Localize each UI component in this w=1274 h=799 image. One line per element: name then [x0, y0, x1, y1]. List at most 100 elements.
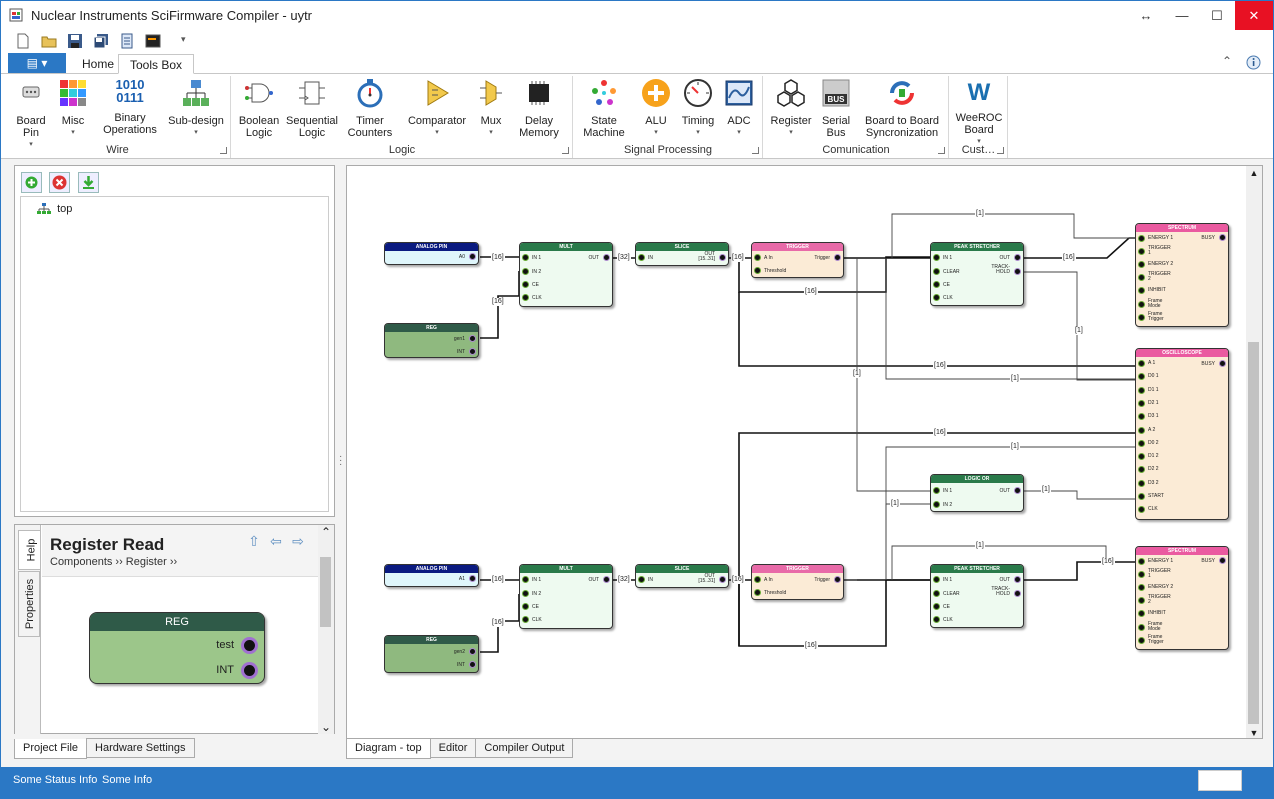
output-port[interactable]	[469, 253, 476, 260]
output-port[interactable]	[1014, 576, 1021, 583]
slice-block[interactable]: SLICE IN OUT [15..31]	[635, 242, 729, 266]
signal-group-launcher-icon[interactable]	[752, 147, 759, 154]
mult-block[interactable]: MULT IN 1 IN 2 CE CLK OUT	[519, 564, 613, 629]
output-port[interactable]	[1219, 234, 1226, 241]
input-port[interactable]	[1138, 360, 1145, 367]
panel-splitter-handle[interactable]: ···	[339, 451, 343, 470]
peak-stretcher-block[interactable]: PEAK STRETCHER IN 1 CLEAR CE CLK OUT TRA…	[930, 242, 1024, 306]
input-port[interactable]	[933, 590, 940, 597]
input-port[interactable]	[754, 576, 761, 583]
save-icon[interactable]	[67, 33, 83, 49]
output-port[interactable]	[1219, 557, 1226, 564]
download-button[interactable]	[77, 172, 99, 193]
input-port[interactable]	[754, 267, 761, 274]
input-port[interactable]	[1138, 261, 1145, 269]
output-port[interactable]	[1014, 487, 1021, 494]
help-home-icon[interactable]: ⇧	[248, 533, 260, 549]
tab-diagram-top[interactable]: Diagram - top	[346, 739, 431, 759]
help-back-icon[interactable]: ⇦	[270, 533, 282, 549]
save-all-icon[interactable]	[93, 33, 109, 49]
reg-block[interactable]: REG gen2 INT	[384, 635, 479, 673]
tree-item-top[interactable]: top	[37, 203, 72, 215]
scroll-down-icon[interactable]: ▼	[1249, 728, 1259, 738]
output-port[interactable]	[719, 576, 726, 583]
trigger-block[interactable]: TRIGGER A In Threshold Trigger	[751, 564, 844, 600]
logic-group-launcher-icon[interactable]	[562, 147, 569, 154]
output-port[interactable]	[719, 254, 726, 261]
sequential-logic-button[interactable]: Sequential Logic	[284, 78, 340, 139]
trigger-block[interactable]: TRIGGER A In Threshold Trigger	[751, 242, 844, 278]
input-port[interactable]	[933, 281, 940, 288]
input-port[interactable]	[1138, 235, 1145, 242]
mux-button[interactable]: Mux ▾	[472, 78, 510, 139]
open-folder-icon[interactable]	[41, 33, 57, 49]
output-port[interactable]	[1014, 590, 1021, 597]
logic-or-block[interactable]: LOGIC OR IN 1 IN 2 OUT	[930, 474, 1024, 512]
slice-block[interactable]: SLICE IN OUT [15..31]	[635, 564, 729, 588]
tab-help[interactable]: Help	[18, 530, 40, 570]
input-port[interactable]	[1138, 493, 1145, 500]
input-port[interactable]	[933, 576, 940, 583]
input-port[interactable]	[933, 603, 940, 610]
mult-block[interactable]: MULT IN 1 IN 2 CE CLK OUT	[519, 242, 613, 307]
comm-group-launcher-icon[interactable]	[938, 147, 945, 154]
tab-project-file[interactable]: Project File	[14, 739, 88, 759]
tab-home[interactable]: Home	[82, 57, 115, 71]
input-port[interactable]	[522, 254, 529, 261]
input-port[interactable]	[1138, 313, 1145, 321]
output-port[interactable]	[834, 254, 841, 261]
input-port[interactable]	[638, 254, 645, 261]
input-port[interactable]	[638, 576, 645, 583]
diagram-canvas[interactable]: [16] [16] [32] [16] [16] [1] [16] [1] [1…	[346, 165, 1263, 739]
input-port[interactable]	[754, 254, 761, 261]
collapse-ribbon-icon[interactable]: ⌃	[1222, 54, 1233, 68]
help-forward-icon[interactable]: ⇨	[292, 533, 304, 549]
boolean-logic-button[interactable]: Boolean Logic	[236, 78, 282, 139]
weeroc-board-button[interactable]: W WeeROC Board ▾	[955, 79, 1003, 145]
input-port[interactable]	[933, 501, 940, 508]
wire-group-launcher-icon[interactable]	[220, 147, 227, 154]
input-port[interactable]	[1138, 453, 1145, 461]
serial-bus-button[interactable]: BUS Serial Bus	[818, 78, 854, 139]
scroll-down-icon[interactable]: ⌄	[320, 720, 332, 734]
input-port[interactable]	[754, 589, 761, 596]
reg-block[interactable]: REG gen1 INT	[384, 323, 479, 358]
minimize-button[interactable]: —	[1175, 8, 1189, 23]
output-port[interactable]	[469, 348, 476, 355]
output-port[interactable]	[469, 575, 476, 582]
info-icon[interactable]	[1246, 55, 1261, 70]
output-port[interactable]	[469, 335, 476, 342]
input-port[interactable]	[522, 268, 529, 275]
input-port[interactable]	[522, 603, 529, 610]
output-port[interactable]	[834, 576, 841, 583]
resize-icon[interactable]: ↔	[1139, 8, 1153, 23]
timer-counters-button[interactable]: Timer Counters	[342, 78, 398, 139]
misc-button[interactable]: Misc ▾	[55, 78, 91, 139]
document-icon[interactable]	[119, 33, 135, 49]
output-port[interactable]	[469, 661, 476, 668]
input-port[interactable]	[1138, 558, 1145, 565]
board-to-board-sync-button[interactable]: Board to Board Syncronization	[860, 78, 944, 139]
input-port[interactable]	[933, 487, 940, 494]
delay-memory-button[interactable]: Delay Memory	[514, 78, 564, 139]
diagram-scroll-thumb[interactable]	[1248, 342, 1259, 724]
sub-design-button[interactable]: Sub-design ▾	[165, 78, 227, 139]
timing-button[interactable]: Timing ▾	[678, 78, 718, 139]
tab-properties[interactable]: Properties	[18, 571, 40, 637]
input-port[interactable]	[1138, 373, 1145, 381]
input-port[interactable]	[522, 281, 529, 288]
analog-pin-block[interactable]: ANALOG PIN A0	[384, 242, 479, 265]
remove-button[interactable]	[49, 172, 71, 193]
alu-button[interactable]: ALU ▾	[636, 78, 676, 139]
input-port[interactable]	[1138, 386, 1145, 394]
analog-pin-block[interactable]: ANALOG PIN A1	[384, 564, 479, 587]
input-port[interactable]	[1138, 466, 1145, 474]
input-port[interactable]	[1138, 287, 1145, 295]
terminal-icon[interactable]	[145, 33, 161, 49]
close-button[interactable]: ✕	[1235, 1, 1273, 30]
help-scrollbar[interactable]: ⌃ ⌄	[318, 525, 334, 734]
input-port[interactable]	[1138, 399, 1145, 407]
input-port[interactable]	[1138, 479, 1145, 487]
